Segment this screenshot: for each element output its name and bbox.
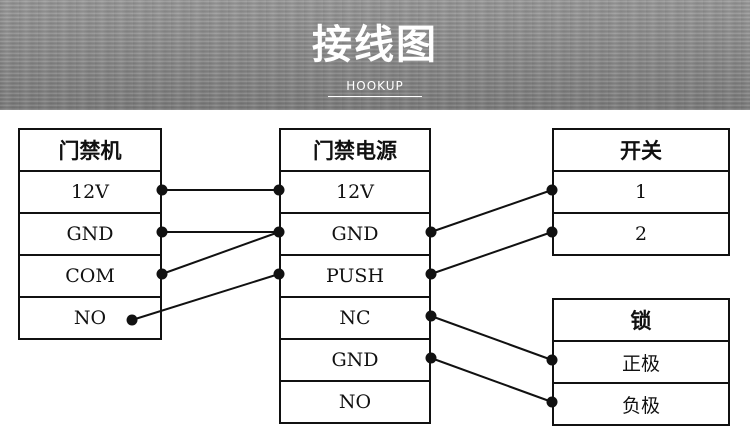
table-header: 锁 (630, 309, 652, 333)
terminal-dot (425, 226, 437, 238)
terminal-negative: 负极 (554, 382, 728, 424)
terminal-gnd: GND (20, 212, 160, 254)
terminal-dot (156, 226, 168, 238)
terminal-nc: NC (281, 296, 429, 338)
terminal-dot (273, 268, 285, 280)
terminal-dot (156, 184, 168, 196)
terminal-dot (546, 226, 558, 238)
diagram-title: 接线图 (312, 22, 438, 68)
terminal-1: 1 (554, 170, 728, 212)
terminal-gnd: GND (281, 212, 429, 254)
terminal-dot (425, 268, 437, 280)
terminal-dot (126, 314, 138, 326)
terminal-positive: 正极 (554, 340, 728, 382)
terminal-no: NO (20, 296, 160, 338)
table-header: 开关 (620, 139, 662, 163)
terminal-dot (546, 396, 558, 408)
table-header: 门禁机 (58, 139, 122, 163)
terminal-com: COM (20, 254, 160, 296)
terminal-dot (546, 184, 558, 196)
terminal-dot (425, 310, 437, 322)
wire-5 (430, 189, 553, 233)
wire-3 (161, 231, 280, 275)
terminal-dot (273, 184, 285, 196)
terminal-dot (156, 268, 168, 280)
header-banner: 接线图 HOOKUP (0, 0, 750, 110)
wire-4 (131, 273, 280, 321)
terminal-12v: 12V (281, 170, 429, 212)
table-access-controller: 门禁机 12V GND COM NO (18, 128, 162, 340)
terminal-gnd: GND (281, 338, 429, 380)
terminal-2: 2 (554, 212, 728, 254)
terminal-dot (425, 352, 437, 364)
wire-6 (430, 231, 553, 275)
terminal-no: NO (281, 380, 429, 422)
wire-7 (430, 315, 553, 361)
terminal-12v: 12V (20, 170, 160, 212)
table-switch: 开关 1 2 (552, 128, 730, 256)
diagram-subtitle: HOOKUP (346, 79, 404, 93)
wire-8 (430, 357, 553, 403)
terminal-dot (546, 354, 558, 366)
table-header: 门禁电源 (313, 139, 397, 163)
table-lock: 锁 正极 负极 (552, 298, 730, 426)
terminal-push: PUSH (281, 254, 429, 296)
subtitle-underline (328, 96, 422, 97)
terminal-dot (273, 226, 285, 238)
